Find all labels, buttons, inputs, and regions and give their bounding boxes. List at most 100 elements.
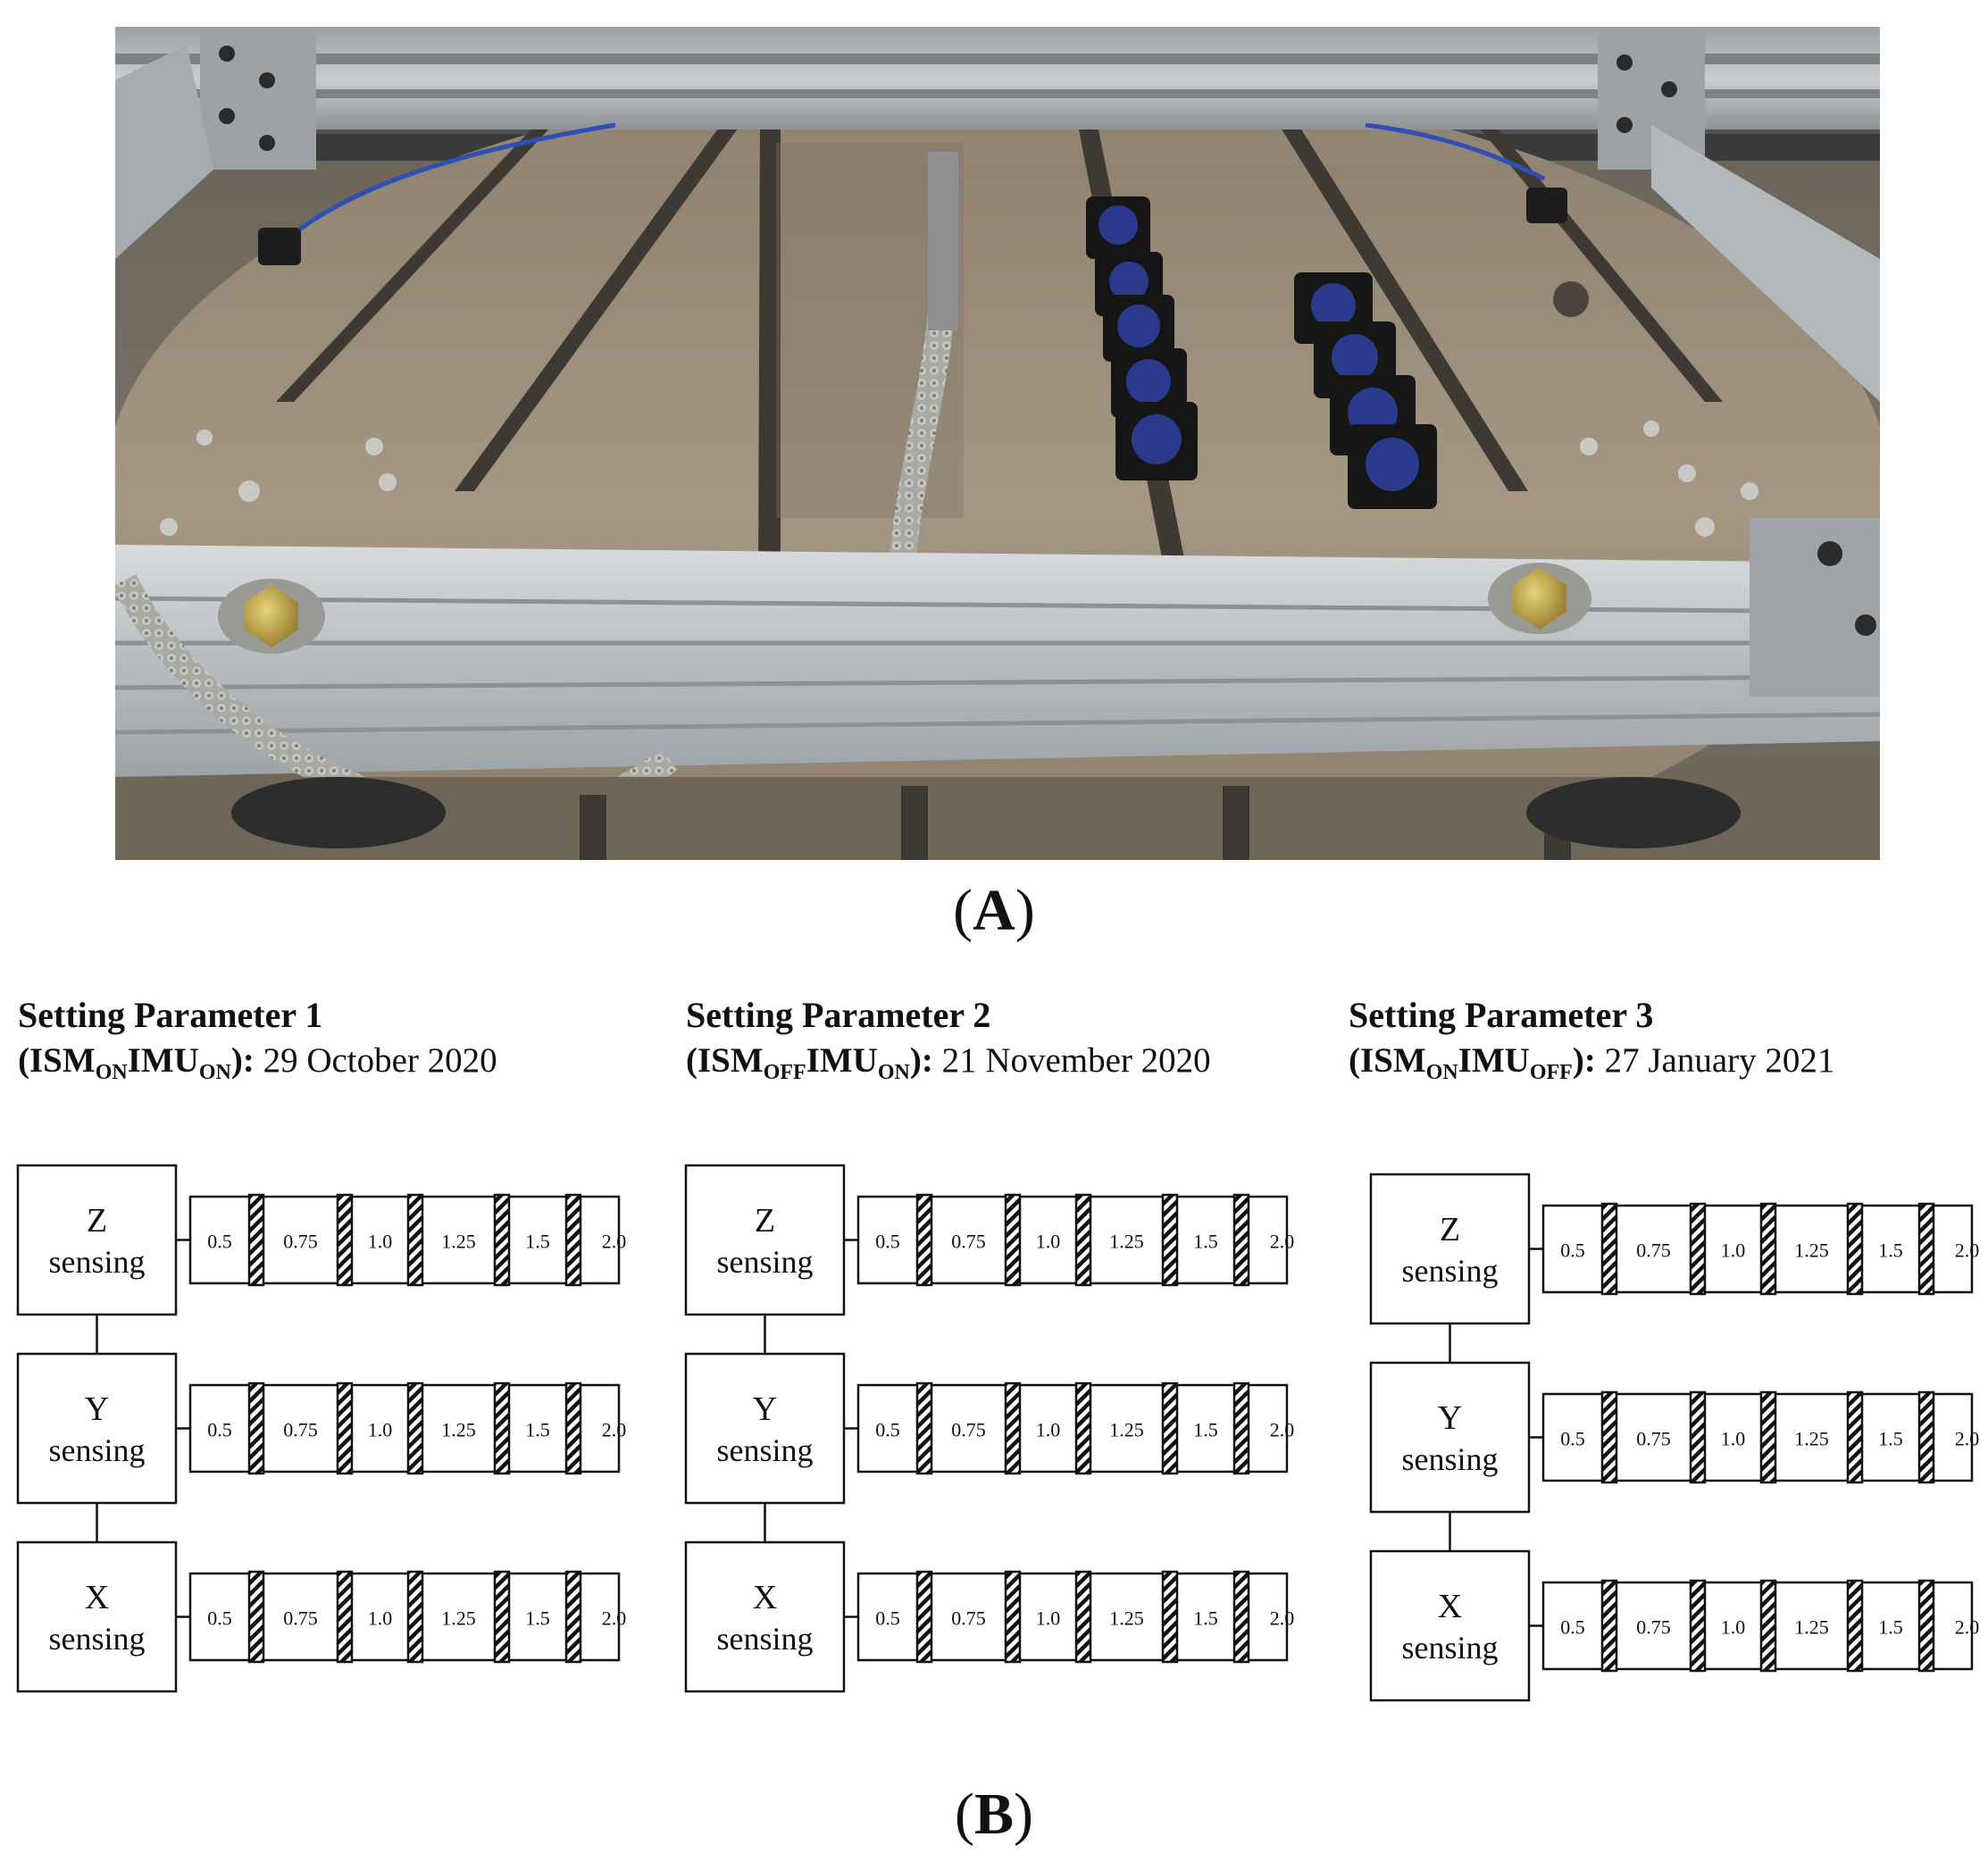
- hatched-separator: [336, 1193, 354, 1287]
- sensing-label: sensing: [49, 1244, 146, 1280]
- axis-letter: Y: [85, 1390, 109, 1428]
- param-3-subtitle: (ISMONIMUOFF): 27 January 2021: [1349, 1041, 1835, 1084]
- frequency-label: 1.5: [525, 1419, 550, 1441]
- sensing-label: sensing: [49, 1432, 146, 1468]
- hatched-separator: [915, 1570, 933, 1664]
- sensing-label: sensing: [1402, 1630, 1499, 1665]
- hatched-separator: [1600, 1390, 1618, 1484]
- frequency-label: 0.75: [1636, 1240, 1671, 1262]
- frequency-label: 1.25: [1109, 1607, 1144, 1630]
- sensing-label: sensing: [1402, 1253, 1499, 1289]
- hatched-separator: [1846, 1579, 1864, 1673]
- param-2-date: 21 November 2020: [941, 1041, 1211, 1080]
- param-1-date: 29 October 2020: [263, 1041, 497, 1080]
- frequency-label: 1.25: [1794, 1240, 1829, 1262]
- param-2-title: Setting Parameter 2: [686, 995, 991, 1035]
- hatched-separator: [406, 1382, 424, 1475]
- axis-letter: Y: [1438, 1399, 1462, 1437]
- axis-letter: Y: [753, 1390, 777, 1428]
- hatched-separator: [247, 1382, 265, 1475]
- axis-box-z: [684, 1164, 846, 1316]
- hatched-separator: [1161, 1382, 1179, 1475]
- frequency-label: 0.75: [283, 1419, 318, 1441]
- hatched-separator: [1759, 1202, 1777, 1296]
- hatched-separator: [1759, 1390, 1777, 1484]
- hatched-separator: [1846, 1390, 1864, 1484]
- axis-letter: X: [1438, 1588, 1462, 1625]
- hatched-separator: [1074, 1382, 1092, 1475]
- hatched-separator: [247, 1193, 265, 1287]
- frequency-label: 2.0: [1955, 1428, 1980, 1450]
- hatched-separator: [1004, 1382, 1022, 1475]
- axis-letter: X: [753, 1579, 777, 1616]
- frequency-label: 1.0: [1721, 1428, 1746, 1450]
- axis-box-y: [1369, 1361, 1531, 1514]
- test-rig-photo: [115, 27, 1880, 860]
- frequency-label: 1.5: [1878, 1616, 1903, 1639]
- hatched-separator: [1232, 1193, 1250, 1287]
- frequency-label: 1.0: [1036, 1231, 1061, 1253]
- axis-box-x: [16, 1540, 178, 1693]
- frequency-label: 1.0: [1721, 1240, 1746, 1262]
- frequency-label: 2.0: [602, 1419, 627, 1441]
- hatched-separator: [1917, 1579, 1935, 1673]
- sensing-label: sensing: [717, 1432, 814, 1468]
- axis-box-x: [1369, 1549, 1531, 1702]
- frequency-label: 2.0: [1955, 1240, 1980, 1262]
- hatched-separator: [564, 1570, 582, 1664]
- panel-b-label: (B): [955, 1782, 1033, 1847]
- sensing-label: sensing: [49, 1621, 146, 1657]
- frequency-label: 1.5: [1878, 1240, 1903, 1262]
- sensing-label: sensing: [717, 1621, 814, 1657]
- frequency-label: 1.25: [441, 1231, 476, 1253]
- frequency-label: 1.0: [368, 1419, 393, 1441]
- frequency-label: 1.0: [1036, 1607, 1061, 1630]
- frequency-label: 2.0: [1270, 1607, 1295, 1630]
- frequency-label: 1.5: [1193, 1419, 1218, 1441]
- hatched-separator: [564, 1382, 582, 1475]
- axis-box-y: [684, 1352, 846, 1505]
- hatched-separator: [493, 1193, 511, 1287]
- frequency-label: 0.75: [951, 1607, 986, 1630]
- frequency-label: 0.5: [207, 1419, 232, 1441]
- axis-letter: Z: [87, 1202, 107, 1240]
- frequency-label: 0.5: [1560, 1428, 1585, 1450]
- hatched-separator: [1232, 1570, 1250, 1664]
- frequency-label: 0.75: [951, 1231, 986, 1253]
- frequency-label: 0.5: [875, 1231, 900, 1253]
- param-3-date: 27 January 2021: [1604, 1041, 1835, 1080]
- axis-letter: Z: [1440, 1211, 1460, 1248]
- frequency-label: 0.5: [207, 1231, 232, 1253]
- sensing-label: sensing: [1402, 1441, 1499, 1477]
- hatched-separator: [1232, 1382, 1250, 1475]
- hatched-separator: [493, 1570, 511, 1664]
- hatched-separator: [1689, 1390, 1707, 1484]
- frequency-label: 1.5: [1193, 1231, 1218, 1253]
- frequency-label: 1.25: [441, 1607, 476, 1630]
- frequency-label: 1.0: [1721, 1616, 1746, 1639]
- frequency-label: 1.5: [525, 1607, 550, 1630]
- frequency-label: 1.0: [368, 1231, 393, 1253]
- hatched-separator: [1689, 1579, 1707, 1673]
- frequency-label: 0.75: [1636, 1428, 1671, 1450]
- hatched-separator: [336, 1382, 354, 1475]
- axis-box-z: [16, 1164, 178, 1316]
- frequency-label: 0.5: [207, 1607, 232, 1630]
- frequency-label: 0.75: [283, 1607, 318, 1630]
- axis-box-x: [684, 1540, 846, 1693]
- frequency-label: 1.5: [1878, 1428, 1903, 1450]
- hatched-separator: [1600, 1202, 1618, 1296]
- sensing-label: sensing: [717, 1244, 814, 1280]
- hatched-separator: [406, 1193, 424, 1287]
- frequency-label: 2.0: [1270, 1231, 1295, 1253]
- frequency-label: 0.75: [1636, 1616, 1671, 1639]
- param-2-subtitle: (ISMOFFIMUON): 21 November 2020: [686, 1041, 1211, 1084]
- frequency-label: 2.0: [1270, 1419, 1295, 1441]
- hatched-separator: [915, 1193, 933, 1287]
- hatched-separator: [564, 1193, 582, 1287]
- hatched-separator: [1161, 1193, 1179, 1287]
- hatched-separator: [1161, 1570, 1179, 1664]
- hatched-separator: [1917, 1390, 1935, 1484]
